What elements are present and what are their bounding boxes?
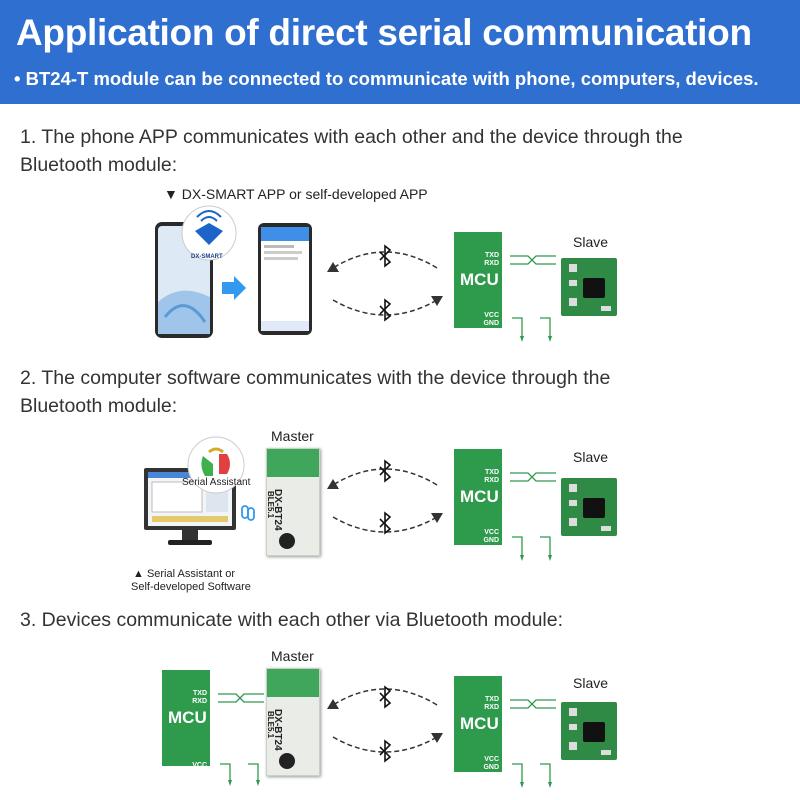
mcu-3b-vcc: VCC	[484, 756, 499, 763]
serial-assistant-logo	[187, 436, 245, 494]
section-2-text: 2. The computer software communicates wi…	[20, 364, 610, 420]
mcu-2-txd: TXD	[485, 469, 499, 476]
section-1-text: 1. The phone APP communicates with each …	[20, 123, 683, 179]
mcu-3a-wiring	[218, 693, 264, 786]
bt24-antenna	[267, 669, 319, 697]
mcu-2-rxd: RXD	[484, 477, 499, 484]
bt24-master-module-2: DX-BT24 BLE5.1	[266, 448, 320, 556]
section-3-text: 3. Devices communicate with each other v…	[20, 606, 563, 634]
bt24-version-3: BLE5.1	[266, 711, 275, 739]
bt-link-arrows-3	[327, 685, 443, 763]
mcu-1-rxd: RXD	[484, 260, 499, 267]
link-icon	[241, 505, 255, 521]
page-subtitle: • BT24-T module can be connected to comm…	[14, 68, 759, 89]
mcu-board-3a: TXD RXD MCU VCC GND	[162, 670, 210, 777]
bt24-logo-icon	[279, 753, 295, 769]
master-label-3: Master	[271, 648, 314, 664]
mcu-board-1: TXD RXD MCU VCC GND	[454, 232, 502, 328]
section-2-caption-1: ▲ Serial Assistant or	[133, 568, 235, 580]
section-2-line1: 2. The computer software communicates wi…	[20, 367, 611, 389]
mcu-3a-label: MCU	[168, 708, 207, 727]
subtitle-text: BT24-T module can be connected to commun…	[25, 68, 759, 89]
dx-smart-logo	[181, 205, 237, 261]
bt-link-arrows-2	[327, 459, 443, 535]
mcu-1-txd: TXD	[485, 252, 499, 259]
master-label-2: Master	[271, 428, 314, 444]
mcu-3b-wiring	[510, 699, 556, 788]
bt24-logo-icon	[279, 533, 295, 549]
bt-link-arrows-1	[327, 244, 443, 322]
mcu-1-wiring	[510, 255, 556, 342]
slave-module-3	[561, 702, 617, 760]
mcu-3a-gnd: GND	[191, 770, 207, 777]
mcu-3a-txd: TXD	[193, 690, 207, 697]
mcu-1-label: MCU	[460, 270, 499, 289]
slave-label-1: Slave	[573, 234, 609, 250]
mcu-3b-rxd: RXD	[484, 704, 499, 711]
mcu-2-wiring	[510, 472, 556, 561]
mcu-board-2: TXD RXD MCU VCC GND	[454, 449, 502, 545]
arrow-right-icon	[222, 276, 246, 300]
section-1-line2: Bluetooth module:	[20, 154, 178, 176]
section-2-line2: Bluetooth module:	[20, 395, 178, 417]
mcu-1-gnd: GND	[483, 320, 499, 327]
mcu-1-vcc: VCC	[484, 312, 499, 319]
section-1-line1: 1. The phone APP communicates with each …	[20, 126, 683, 148]
bt24-master-module-3: DX-BT24 BLE5.1	[266, 668, 320, 776]
bt24-version-2: BLE5.1	[266, 491, 275, 519]
mcu-3b-txd: TXD	[485, 696, 499, 703]
mcu-3b-gnd: GND	[483, 764, 499, 771]
section-2-caption-2: Self-developed Software	[131, 581, 251, 593]
section-3-line1: 3. Devices communicate with each other v…	[20, 609, 564, 631]
slave-label-3: Slave	[573, 675, 609, 691]
mcu-board-3b: TXD RXD MCU VCC GND	[454, 676, 502, 772]
slave-module-1	[561, 258, 617, 316]
phone-right-image	[258, 223, 312, 335]
slave-label-2: Slave	[573, 449, 609, 465]
slave-module-2	[561, 478, 617, 536]
mcu-2-gnd: GND	[483, 537, 499, 544]
mcu-2-label: MCU	[460, 487, 499, 506]
mcu-3a-rxd: RXD	[192, 698, 207, 705]
page-title: Application of direct serial communicati…	[16, 12, 752, 53]
section-1-caption: ▼ DX-SMART APP or self-developed APP	[164, 186, 428, 202]
dx-smart-logo-text: DX-SMART	[191, 254, 223, 260]
serial-assistant-label: Serial Assistant	[182, 477, 251, 488]
mcu-2-vcc: VCC	[484, 529, 499, 536]
header-banner: Application of direct serial communicati…	[0, 0, 800, 104]
mcu-3b-label: MCU	[460, 714, 499, 733]
mcu-3a-vcc: VCC	[192, 762, 207, 769]
bt24-antenna	[267, 449, 319, 477]
